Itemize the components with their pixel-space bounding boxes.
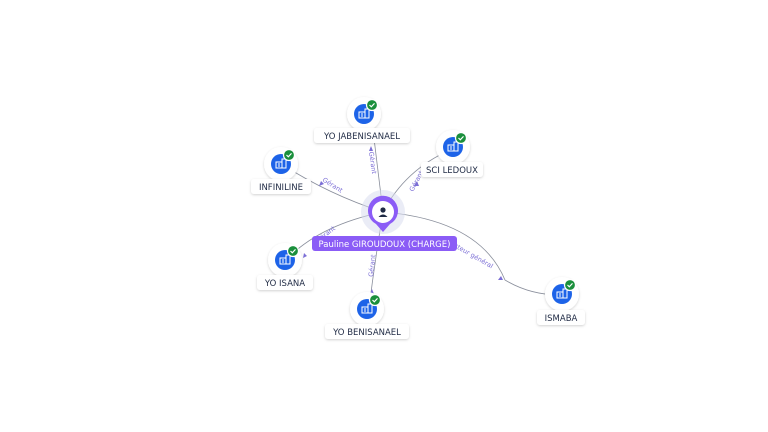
company-label-sci-ledoux[interactable]: SCI LEDOUX: [421, 162, 483, 177]
company-label-yo-isana[interactable]: YO ISANA: [257, 275, 313, 290]
person-node[interactable]: [361, 190, 405, 234]
edge-ismaba: [382, 211, 561, 296]
company-node-yo-isana[interactable]: [268, 243, 302, 277]
building-icon: [361, 303, 373, 314]
svg-text:YO JABENISANAEL: YO JABENISANAEL: [323, 132, 400, 142]
building-icon: [447, 141, 459, 152]
company-node-ismaba[interactable]: [545, 277, 579, 311]
arrow-ismaba: [498, 276, 503, 280]
person-label[interactable]: Pauline GIROUDOUX (CHARGE): [312, 236, 457, 251]
company-node-infiniline[interactable]: [264, 147, 298, 181]
building-icon: [275, 158, 287, 169]
company-node-yo-jabenisanael[interactable]: [347, 97, 381, 131]
arrow-yo-jabenisanael: [369, 146, 373, 151]
svg-text:INFINILINE: INFINILINE: [259, 183, 303, 193]
verified-badge-icon: [286, 244, 300, 258]
verified-badge-icon: [368, 293, 382, 307]
building-icon: [556, 288, 568, 299]
verified-badge-icon: [563, 278, 577, 292]
arrow-sci-ledoux: [414, 181, 419, 186]
company-label-yo-jabenisanael[interactable]: YO JABENISANAEL: [314, 128, 410, 143]
svg-text:SCI LEDOUX: SCI LEDOUX: [426, 166, 478, 176]
company-label-yo-benisanael[interactable]: YO BENISANAEL: [325, 324, 409, 339]
svg-text:YO ISANA: YO ISANA: [264, 279, 305, 289]
svg-text:Pauline GIROUDOUX (CHARGE): Pauline GIROUDOUX (CHARGE): [319, 240, 451, 250]
edges: [282, 121, 561, 309]
svg-text:YO BENISANAEL: YO BENISANAEL: [332, 328, 401, 338]
building-icon: [358, 108, 370, 119]
verified-badge-icon: [282, 148, 296, 162]
edge-label-yo-jabenisanael: Gérant: [367, 151, 378, 175]
verified-badge-icon: [454, 131, 468, 145]
company-node-yo-benisanael[interactable]: [350, 292, 384, 326]
company-node-sci-ledoux[interactable]: [436, 130, 470, 164]
arrow-yo-isana: [303, 253, 307, 258]
building-icon: [279, 254, 291, 265]
company-label-ismaba[interactable]: ISMABA: [537, 310, 585, 325]
edge-label-yo-benisanael: Gérant: [367, 254, 377, 278]
company-label-infiniline[interactable]: INFINILINE: [251, 179, 311, 194]
person-icon: [378, 207, 388, 217]
svg-text:ISMABA: ISMABA: [545, 314, 578, 324]
arrow-infiniline: [319, 181, 324, 186]
verified-badge-icon: [365, 98, 379, 112]
